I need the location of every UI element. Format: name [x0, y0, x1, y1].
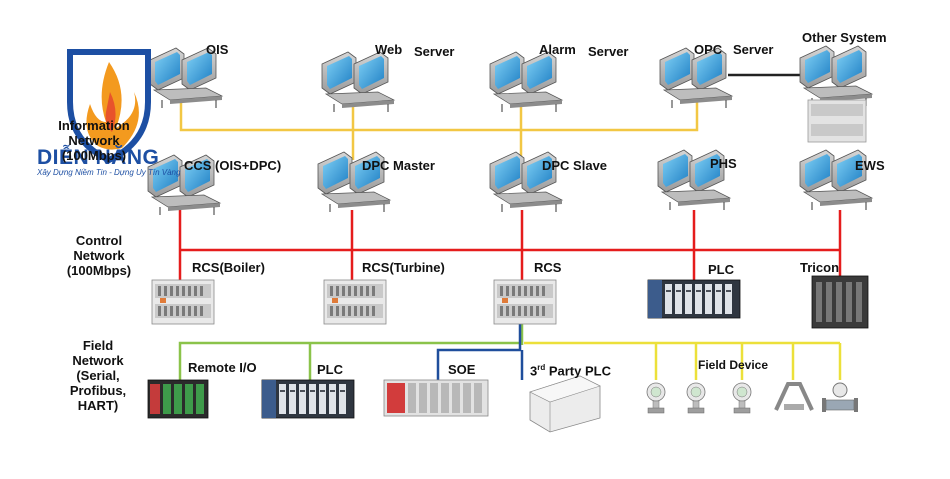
third-party-plc-label-num: 3 [530, 363, 538, 379]
information-network-line-2: Network [68, 133, 120, 148]
field-device-1-icon [646, 382, 666, 414]
information-bus [179, 96, 699, 165]
field-device-5-icon [822, 382, 858, 412]
alarm-server-suffix: Server [588, 44, 629, 59]
rcs-turbine-rack-icon [323, 279, 387, 325]
field-device-label: Field Device [698, 358, 769, 372]
control-network-line-3: (100Mbps) [66, 263, 132, 278]
plc-module-icon [647, 279, 741, 319]
field-network-line-1: Field [82, 338, 114, 353]
logo-slogan: Xây Dựng Niềm Tin - Dựng Uy Tín Vàng [37, 168, 181, 177]
rcs-boiler-label: RCS(Boiler) [192, 260, 265, 275]
dpc-master-label: DPC Master [362, 158, 435, 173]
alarm-server-label: Alarm [539, 42, 576, 57]
control-network-line-2: Network [73, 248, 125, 263]
remote-io-label: Remote I/O [188, 360, 257, 375]
plc-label: PLC [708, 262, 734, 277]
rcs-boiler-rack-icon [151, 279, 215, 325]
field-plc-icon [261, 379, 355, 419]
logo-name: DIỄN NĂNG [37, 146, 160, 169]
information-network-line-3: (100Mbps) [61, 148, 127, 163]
field-device-2-icon [686, 382, 706, 414]
control-network-line-1: Control [75, 233, 123, 248]
field-network-label: Field Network (Serial, Profibus, HART) [58, 338, 138, 413]
field-network-line-2: Network [72, 353, 124, 368]
field-plc-label: PLC [317, 362, 343, 377]
ews-label: EWS [855, 158, 885, 173]
company-logo [67, 49, 151, 164]
opc-server-label: OPC [694, 42, 723, 57]
field-device-4-icon [774, 382, 814, 411]
ccs-label: CCS (OIS+DPC) [184, 158, 282, 173]
web-server-workstation-icon [321, 51, 395, 113]
third-party-plc-label-sup: rd [537, 363, 546, 372]
remote-io-icon [147, 379, 209, 419]
web-server-suffix: Server [414, 44, 455, 59]
alarm-server-workstation-icon [489, 51, 563, 113]
ois-label: OIS [206, 42, 229, 57]
opc-server-suffix: Server [733, 42, 774, 57]
other-system-workstation-icon [799, 45, 873, 107]
information-network-label: Information Network (100Mbps) [58, 118, 130, 163]
rcs-turbine-label: RCS(Turbine) [362, 260, 445, 275]
third-party-plc-label: 3rd Party PLC [530, 360, 611, 378]
rcs-label: RCS [534, 260, 562, 275]
phs-label: PHS [710, 156, 737, 171]
soe-label: SOE [448, 362, 476, 377]
third-party-plc-label-rest: Party PLC [545, 363, 611, 379]
opc-server-workstation-icon [659, 47, 733, 109]
field-network-line-3: (Serial, [76, 368, 120, 383]
dpc-slave-label: DPC Slave [542, 158, 608, 173]
field-network-line-4: Profibus, [69, 383, 127, 398]
web-server-label: Web [375, 42, 403, 57]
soe-icon [383, 379, 489, 417]
third-party-plc-icon [529, 375, 601, 433]
control-bus [178, 210, 842, 280]
tricon-label: Tricon [800, 260, 840, 275]
other-system-label: Other System [802, 30, 887, 45]
rcs-rack-icon [493, 279, 557, 325]
other-system-cabinet-icon [807, 99, 867, 143]
information-network-line-1: Information [58, 118, 130, 133]
control-network-label: Control Network (100Mbps) [56, 233, 142, 278]
field-device-3-icon [732, 382, 752, 414]
field-network-line-5: HART) [77, 398, 119, 413]
tricon-controller-icon [811, 275, 869, 329]
